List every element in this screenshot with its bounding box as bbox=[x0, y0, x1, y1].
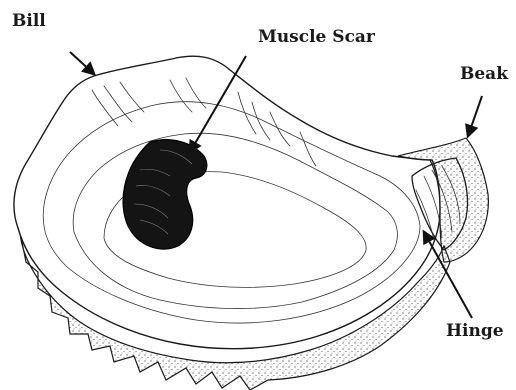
shell-interior bbox=[14, 56, 440, 348]
beak-label: Beak bbox=[460, 64, 509, 84]
beak-pointer bbox=[468, 96, 482, 136]
hinge-label: Hinge bbox=[446, 321, 504, 341]
bill-pointer bbox=[70, 52, 94, 74]
muscle-scar-label: Muscle Scar bbox=[258, 27, 376, 47]
oyster-shell bbox=[14, 56, 488, 390]
bill-label: Bill bbox=[12, 11, 46, 31]
